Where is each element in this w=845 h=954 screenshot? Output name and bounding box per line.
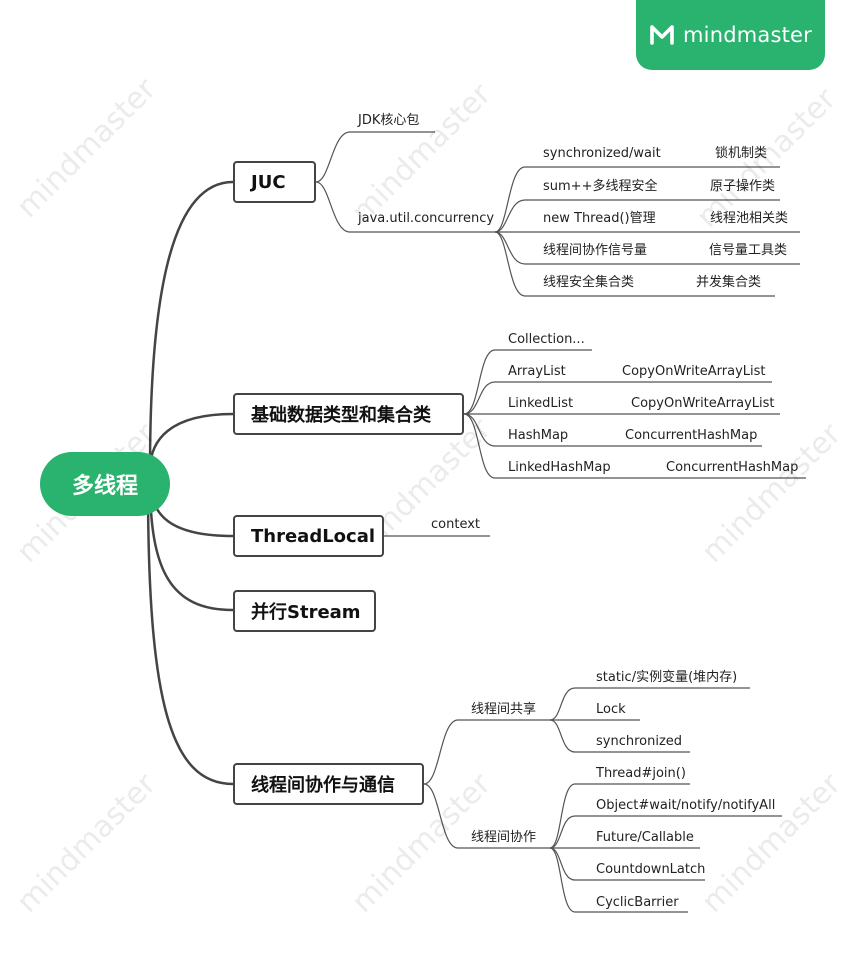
topic-label: JUC bbox=[251, 171, 286, 193]
collection-item-right[interactable]: ConcurrentHashMap bbox=[625, 428, 758, 443]
threadlocal-context[interactable]: context bbox=[431, 517, 480, 532]
subtopic-concurrency-pkg[interactable]: java.util.concurrency bbox=[358, 211, 495, 226]
collection-item-right[interactable]: CopyOnWriteArrayList bbox=[622, 364, 766, 379]
comm-share-label[interactable]: 线程间共享 bbox=[471, 702, 537, 717]
topic-parallel-stream[interactable]: 并行Stream bbox=[233, 590, 376, 632]
collection-item-left[interactable]: HashMap bbox=[508, 428, 569, 443]
collection-item-left[interactable]: ArrayList bbox=[508, 364, 566, 379]
juc-item-left[interactable]: new Thread()管理 bbox=[543, 211, 656, 226]
topic-thread-comm[interactable]: 线程间协作与通信 bbox=[233, 763, 424, 805]
edge-root-basic bbox=[148, 412, 235, 472]
coop-item[interactable]: CountdownLatch bbox=[596, 862, 706, 877]
share-item[interactable]: Lock bbox=[596, 702, 626, 717]
juc-item-left[interactable]: 线程间协作信号量 bbox=[543, 243, 648, 258]
juc-item-right[interactable]: 原子操作类 bbox=[710, 179, 776, 194]
collection-item-left[interactable]: LinkedList bbox=[508, 396, 574, 411]
coop-item[interactable]: Object#wait/notify/notifyAll bbox=[596, 798, 776, 813]
juc-item-right[interactable]: 并发集合类 bbox=[696, 275, 762, 290]
edge-root-comm bbox=[146, 483, 235, 786]
juc-item-right[interactable]: 信号量工具类 bbox=[709, 243, 788, 258]
topic-basic-types[interactable]: 基础数据类型和集合类 bbox=[233, 393, 464, 435]
collection-item-right[interactable]: CopyOnWriteArrayList bbox=[631, 396, 775, 411]
topic-label: ThreadLocal bbox=[251, 525, 376, 547]
juc-item-left[interactable]: 线程安全集合类 bbox=[543, 275, 635, 290]
coop-item[interactable]: Thread#join() bbox=[596, 766, 686, 781]
comm-coop-label[interactable]: 线程间协作 bbox=[471, 830, 537, 845]
brand-name: mindmaster bbox=[683, 23, 812, 47]
juc-item-left[interactable]: synchronized/wait bbox=[543, 146, 661, 161]
mindmaster-logo-icon bbox=[650, 25, 674, 45]
topic-threadlocal[interactable]: ThreadLocal bbox=[233, 515, 384, 557]
topic-label: 线程间协作与通信 bbox=[251, 775, 395, 796]
subtopic-jdk-core[interactable]: JDK核心包 bbox=[358, 113, 420, 128]
juc-item-right[interactable]: 线程池相关类 bbox=[710, 211, 789, 226]
collection-item-right[interactable]: ConcurrentHashMap bbox=[666, 460, 799, 475]
juc-item-left[interactable]: sum++多线程安全 bbox=[543, 179, 658, 194]
collection-item-left[interactable]: Collection... bbox=[508, 332, 585, 347]
topic-label: 基础数据类型和集合类 bbox=[251, 405, 431, 426]
topic-label: 并行Stream bbox=[251, 602, 361, 623]
root-topic[interactable]: 多线程 bbox=[40, 452, 170, 516]
share-item[interactable]: static/实例变量(堆内存) bbox=[596, 670, 738, 685]
share-item[interactable]: synchronized bbox=[596, 734, 683, 749]
edge-root-juc bbox=[148, 180, 235, 472]
topic-juc[interactable]: JUC bbox=[233, 161, 316, 203]
juc-item-right[interactable]: 锁机制类 bbox=[715, 146, 768, 161]
collection-item-left[interactable]: LinkedHashMap bbox=[508, 460, 611, 475]
coop-item[interactable]: CyclicBarrier bbox=[596, 895, 679, 910]
root-label: 多线程 bbox=[71, 474, 138, 499]
brand-logo[interactable]: mindmaster bbox=[636, 0, 825, 70]
coop-item[interactable]: Future/Callable bbox=[596, 830, 694, 845]
